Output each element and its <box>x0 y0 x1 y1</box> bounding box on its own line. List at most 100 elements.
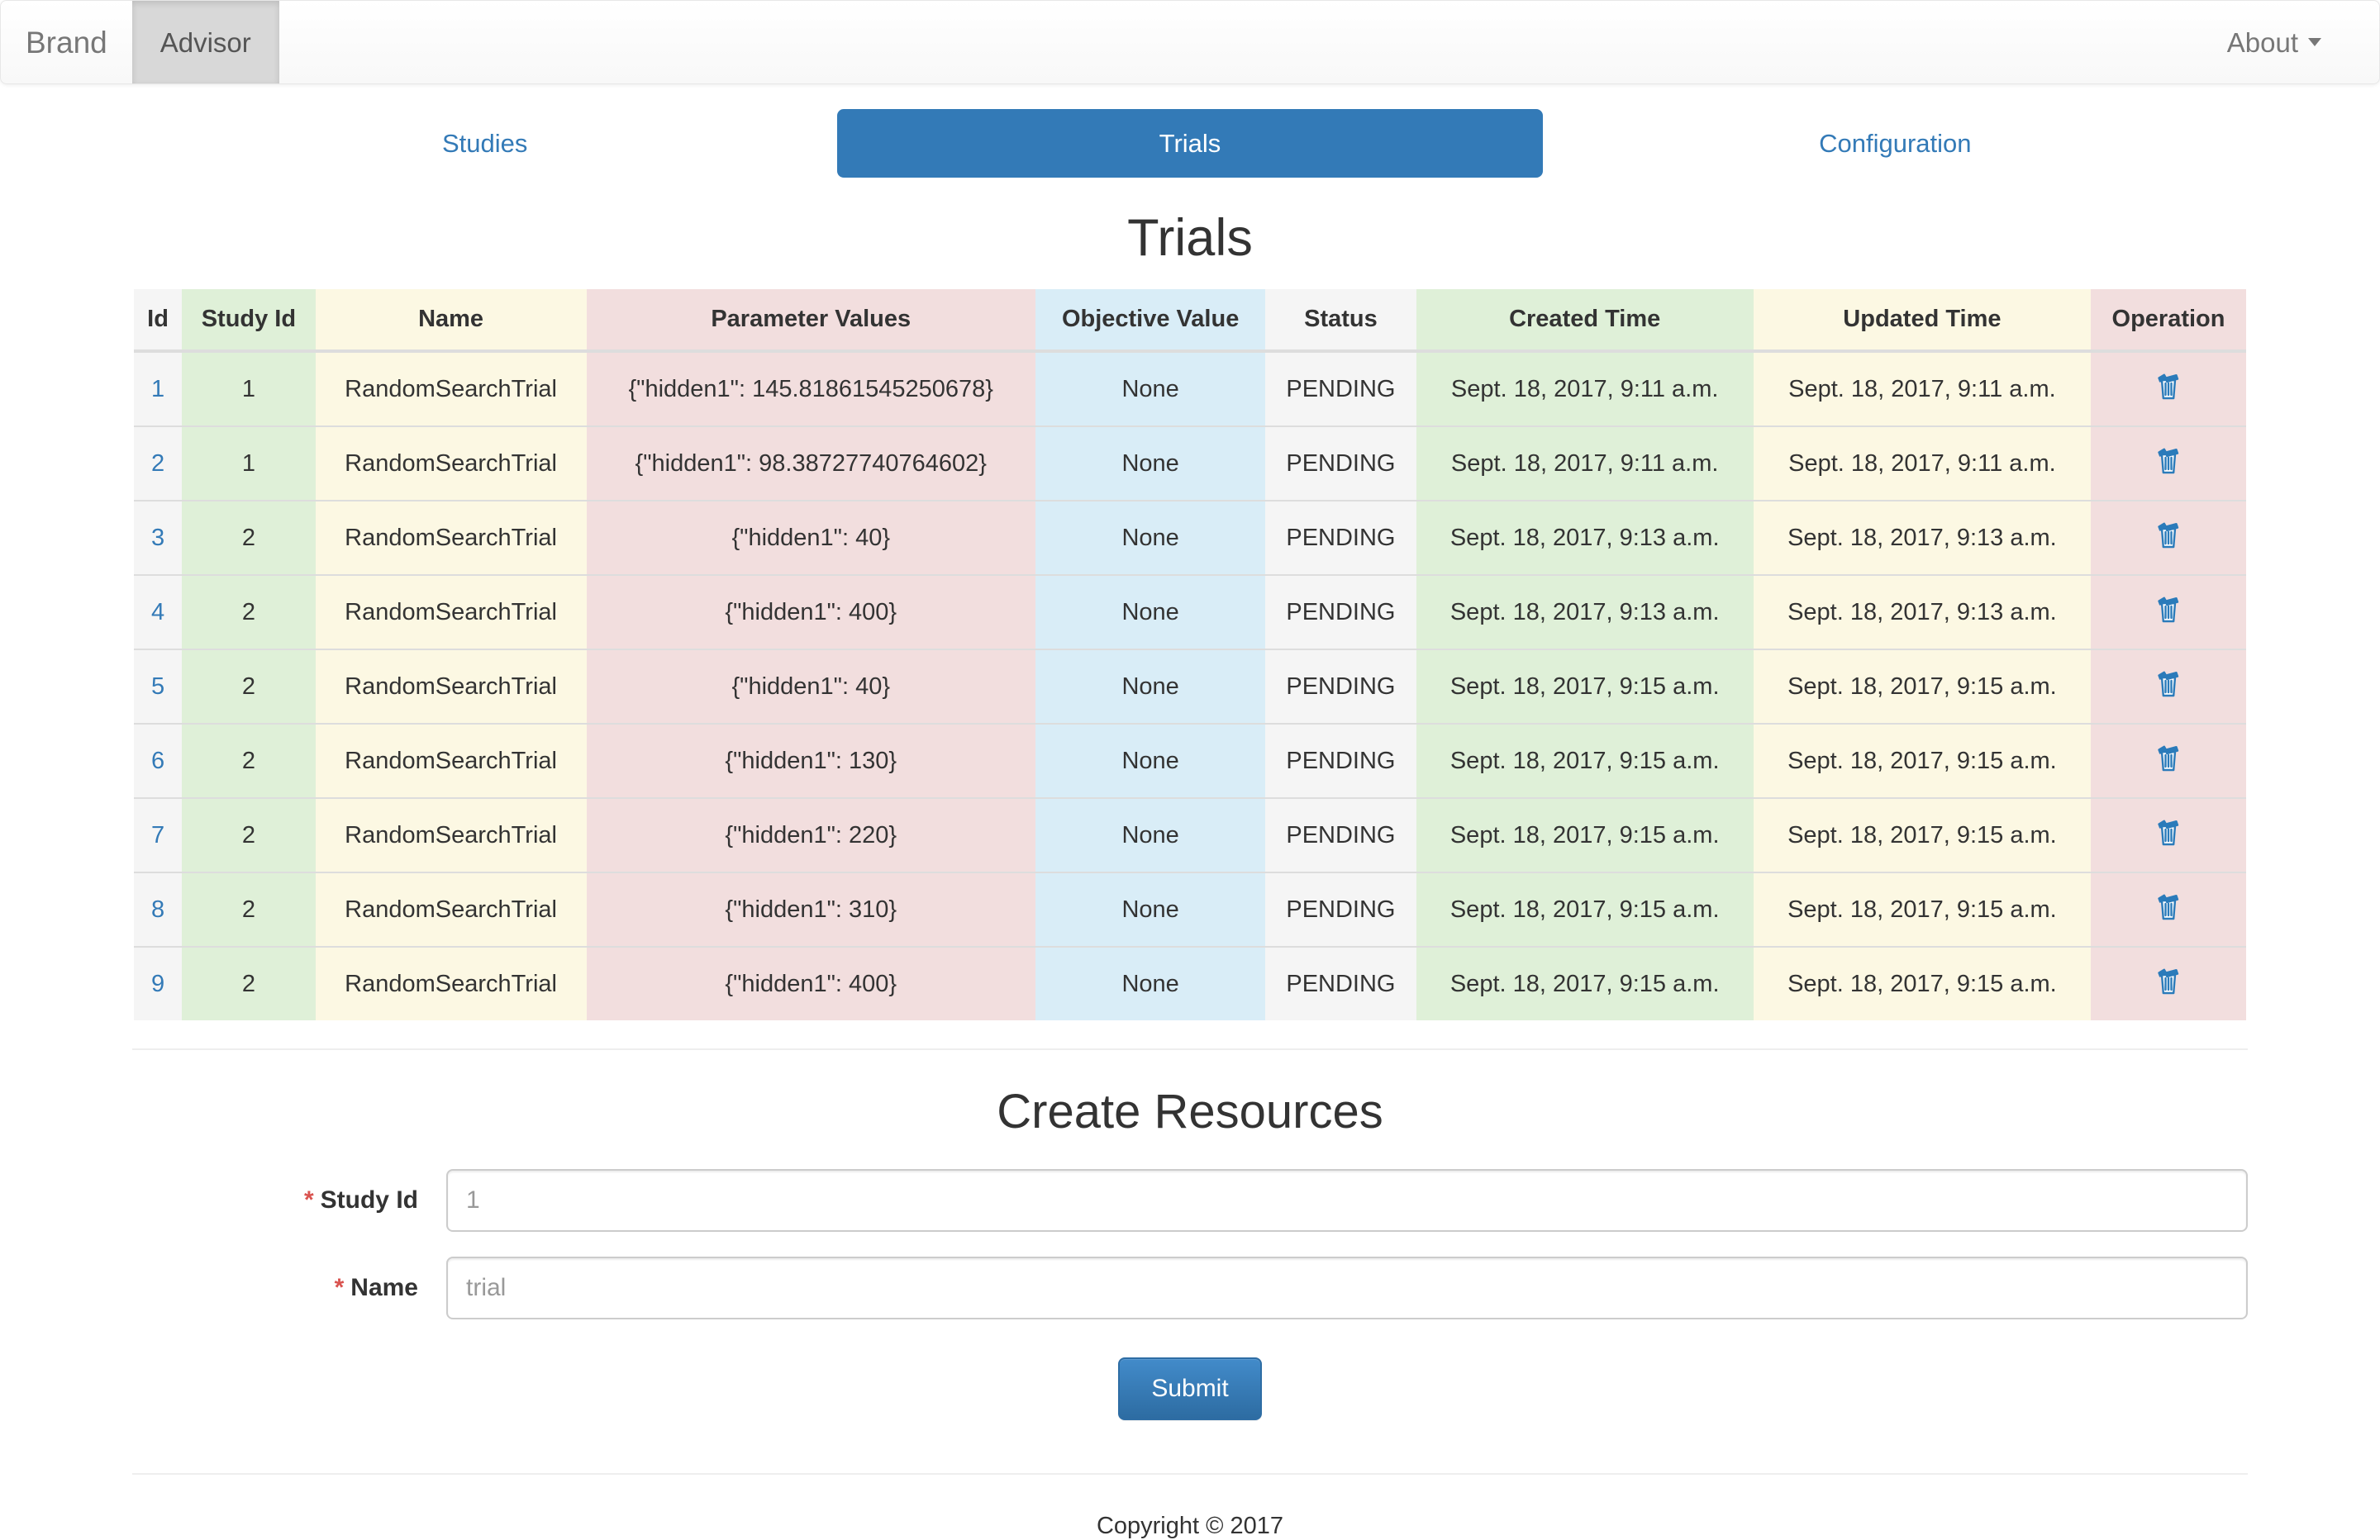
cell-name: RandomSearchTrial <box>315 946 587 1020</box>
cell-parameter-values: {"hidden1": 130} <box>586 723 1035 798</box>
page-footer: Copyright © 2017 <box>132 1473 2248 1540</box>
cell-parameter-values: {"hidden1": 400} <box>586 574 1035 649</box>
cell-created-time: Sept. 18, 2017, 9:13 a.m. <box>1416 500 1754 575</box>
cell-updated-time: Sept. 18, 2017, 9:15 a.m. <box>1753 797 2092 872</box>
navbar-right-group: About <box>2199 1 2379 83</box>
trash-icon[interactable] <box>2153 369 2184 402</box>
trash-icon[interactable] <box>2153 741 2184 774</box>
tab-studies[interactable]: Studies <box>441 129 528 158</box>
trial-id-link[interactable]: 8 <box>150 896 165 923</box>
trial-id-link[interactable]: 2 <box>150 449 165 477</box>
page-title: Trials <box>1127 209 1253 267</box>
name-field-wrapper <box>446 1257 2248 1319</box>
study-id-input[interactable] <box>446 1169 2248 1232</box>
cell-status: PENDING <box>1265 574 1416 649</box>
trials-table: Id Study Id Name Parameter Values Object… <box>134 289 2246 1020</box>
cell-status: PENDING <box>1265 350 1416 426</box>
cell-name: RandomSearchTrial <box>315 797 587 872</box>
cell-updated-time: Sept. 18, 2017, 9:11 a.m. <box>1753 425 2092 501</box>
cell-operation <box>2091 723 2246 798</box>
cell-parameter-values: {"hidden1": 98.38727740764602} <box>586 425 1035 501</box>
cell-status: PENDING <box>1265 872 1416 947</box>
cell-parameter-values: {"hidden1": 145.81861545250678} <box>586 350 1035 426</box>
nav-item-about-label: About <box>2226 26 2298 58</box>
cell-name: RandomSearchTrial <box>315 574 587 649</box>
cell-updated-time: Sept. 18, 2017, 9:13 a.m. <box>1753 574 2092 649</box>
trial-id-link[interactable]: 4 <box>150 598 165 625</box>
trial-id-link[interactable]: 9 <box>150 970 165 997</box>
required-asterisk: * <box>303 1186 314 1214</box>
form-row-study-id: *Study Id <box>132 1169 2248 1232</box>
create-resource-form: *Study Id * Name Submit <box>132 1169 2248 1420</box>
section-tabs: Studies Trials Configuration <box>132 109 2248 178</box>
cell-status: PENDING <box>1265 425 1416 501</box>
page-container: Studies Trials Configuration Trials Id S… <box>132 109 2248 1540</box>
cell-id: 8 <box>134 872 183 947</box>
trash-icon[interactable] <box>2153 518 2184 551</box>
trash-icon[interactable] <box>2153 815 2184 848</box>
table-header-row: Id Study Id Name Parameter Values Object… <box>134 289 2246 353</box>
column-header-study-id: Study Id <box>182 289 316 353</box>
cell-created-time: Sept. 18, 2017, 9:11 a.m. <box>1416 425 1754 501</box>
tab-trials[interactable]: Trials <box>837 109 1543 178</box>
cell-id: 1 <box>134 350 183 426</box>
brand-link[interactable]: Brand <box>26 25 107 59</box>
column-header-objective-value: Objective Value <box>1035 289 1266 353</box>
cell-operation <box>2091 574 2246 649</box>
trash-icon[interactable] <box>2153 890 2184 923</box>
section-divider <box>132 1048 2248 1050</box>
column-header-id: Id <box>134 289 183 353</box>
cell-operation <box>2091 425 2246 501</box>
submit-button[interactable]: Submit <box>1118 1357 1262 1420</box>
cell-study-id: 2 <box>182 723 316 798</box>
column-header-operation: Operation <box>2091 289 2246 353</box>
cell-created-time: Sept. 18, 2017, 9:15 a.m. <box>1416 649 1754 724</box>
cell-id: 6 <box>134 723 183 798</box>
cell-updated-time: Sept. 18, 2017, 9:15 a.m. <box>1753 946 2092 1020</box>
study-id-label: *Study Id <box>132 1188 446 1213</box>
cell-parameter-values: {"hidden1": 310} <box>586 872 1035 947</box>
copyright-text: Copyright © 2017 <box>1096 1513 1284 1539</box>
cell-objective-value: None <box>1035 500 1266 575</box>
trial-id-link[interactable]: 3 <box>150 524 165 551</box>
name-label-text: Name <box>350 1274 418 1301</box>
create-resources-title: Create Resources <box>997 1085 1383 1138</box>
cell-id: 2 <box>134 425 183 501</box>
cell-parameter-values: {"hidden1": 40} <box>586 500 1035 575</box>
trial-id-link[interactable]: 1 <box>150 375 165 402</box>
submit-row: Submit <box>132 1357 2248 1420</box>
trash-icon[interactable] <box>2153 964 2184 997</box>
cell-objective-value: None <box>1035 723 1266 798</box>
cell-objective-value: None <box>1035 425 1266 501</box>
cell-created-time: Sept. 18, 2017, 9:11 a.m. <box>1416 350 1754 426</box>
trash-icon[interactable] <box>2153 667 2184 700</box>
cell-objective-value: None <box>1035 797 1266 872</box>
cell-parameter-values: {"hidden1": 40} <box>586 649 1035 724</box>
trash-icon[interactable] <box>2153 592 2184 625</box>
cell-status: PENDING <box>1265 649 1416 724</box>
tab-configuration[interactable]: Configuration <box>1819 129 1972 158</box>
cell-study-id: 2 <box>182 872 316 947</box>
trial-id-link[interactable]: 5 <box>150 673 165 700</box>
cell-operation <box>2091 649 2246 724</box>
nav-item-about[interactable]: About <box>2199 29 2349 56</box>
cell-id: 9 <box>134 946 183 1020</box>
name-input[interactable] <box>446 1257 2248 1319</box>
trial-id-link[interactable]: 7 <box>150 821 165 848</box>
column-header-status: Status <box>1265 289 1416 353</box>
cell-created-time: Sept. 18, 2017, 9:15 a.m. <box>1416 723 1754 798</box>
study-id-field-wrapper <box>446 1169 2248 1232</box>
cell-updated-time: Sept. 18, 2017, 9:15 a.m. <box>1753 649 2092 724</box>
trial-id-link[interactable]: 6 <box>150 747 165 774</box>
cell-name: RandomSearchTrial <box>315 723 587 798</box>
caret-down-icon <box>2308 38 2321 46</box>
nav-item-advisor[interactable]: Advisor <box>131 1 279 83</box>
cell-updated-time: Sept. 18, 2017, 9:13 a.m. <box>1753 500 2092 575</box>
cell-id: 7 <box>134 797 183 872</box>
trash-icon[interactable] <box>2153 444 2184 477</box>
